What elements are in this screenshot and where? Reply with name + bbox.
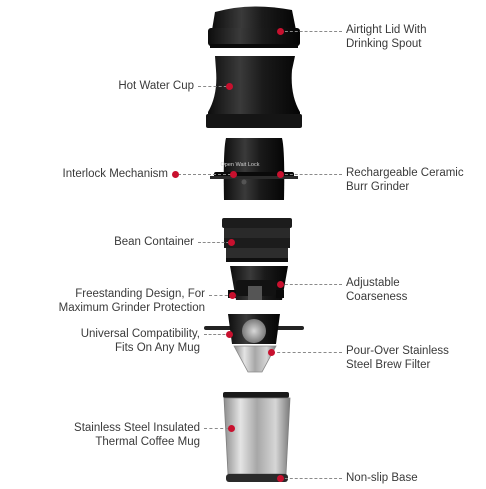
label-lid: Airtight Lid With Drinking Spout (346, 24, 427, 50)
label-mug: Stainless Steel Insulated Thermal Coffee… (74, 422, 200, 448)
dot-pour-over (268, 349, 275, 356)
leader-interlock (178, 174, 236, 175)
leader-freestanding (209, 295, 233, 296)
dot-interlock (230, 171, 237, 178)
label-base: Non-slip Base (346, 472, 418, 484)
label-adjustable: Adjustable Coarseness (346, 277, 408, 303)
label-universal: Universal Compatibility, Fits On Any Mug (80, 328, 200, 354)
label-freestanding: Freestanding Design, For Maximum Grinder… (58, 288, 205, 314)
dot-base (277, 475, 284, 482)
grinder-print: Open Wait Lock (221, 162, 260, 168)
leader-mug (204, 428, 234, 429)
leader-universal (204, 334, 230, 335)
leader-lid (280, 31, 342, 32)
bean-container-part (222, 218, 292, 262)
dot-hot-water-cup (226, 83, 233, 90)
leader-bean-container (198, 242, 234, 243)
dot-universal (226, 331, 233, 338)
dot-lid (277, 28, 284, 35)
label-hot-water-cup: Hot Water Cup (118, 80, 194, 92)
dot-grinder (277, 171, 284, 178)
lid-part (208, 6, 300, 48)
dot-bean-container (228, 239, 235, 246)
mug-part (223, 392, 291, 482)
leader-hot-water-cup (198, 86, 232, 87)
grinder-part: Open Wait Lock (210, 138, 298, 200)
leader-pour-over (272, 352, 342, 353)
dot-freestanding (229, 292, 236, 299)
dot-interlock-left (172, 171, 179, 178)
leader-base (280, 478, 342, 479)
label-bean-container: Bean Container (114, 236, 194, 248)
label-interlock: Interlock Mechanism (62, 168, 168, 180)
label-grinder: Rechargeable Ceramic Burr Grinder (346, 167, 464, 193)
label-pour-over: Pour-Over Stainless Steel Brew Filter (346, 345, 449, 371)
hot-water-cup-part (206, 56, 302, 128)
dot-mug (228, 425, 235, 432)
leader-grinder (280, 174, 342, 175)
dot-adjustable (277, 281, 284, 288)
leader-adjustable (280, 284, 342, 285)
filter-part (204, 314, 304, 373)
